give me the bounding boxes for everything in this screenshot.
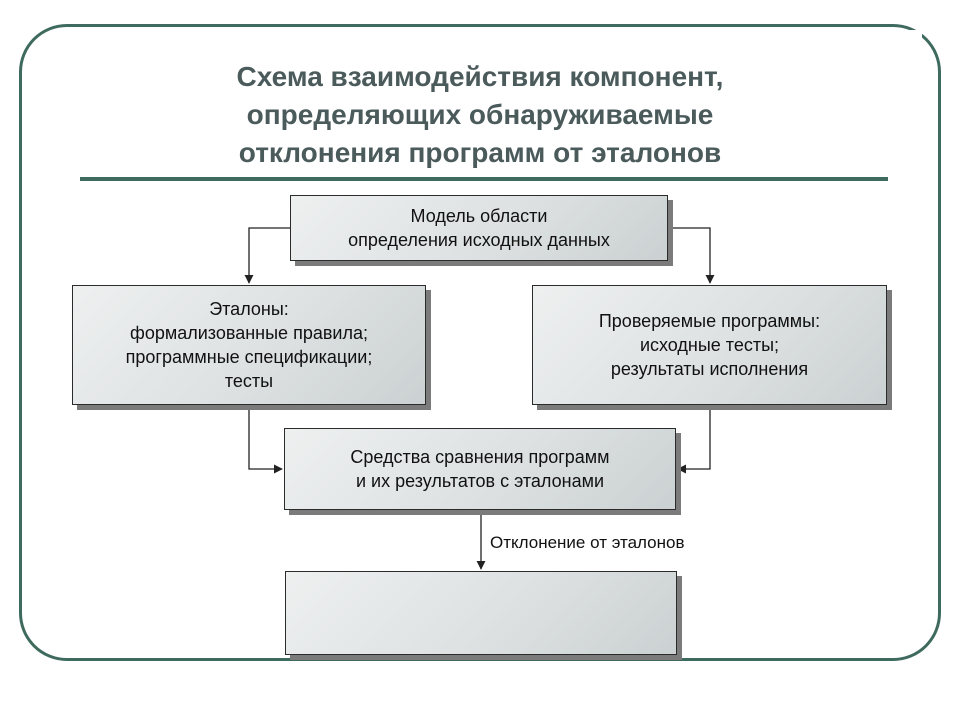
arrow-model-to-check	[668, 227, 715, 284]
arrow-check-to-compare	[677, 405, 711, 474]
edge-label-deviation: Отклонение от эталонов	[490, 533, 685, 552]
box-compare-line-2: и их результатов с эталонами	[355, 471, 605, 491]
title-line-3: отклонения программ от эталонов	[238, 137, 722, 168]
arrow-model-to-etalon	[244, 227, 290, 284]
box-check-line-1: Проверяемые программы:	[598, 311, 821, 331]
title-line-2: определяющих обнаруживаемые	[246, 99, 714, 130]
box-etalon-line-1: Эталоны:	[209, 299, 289, 319]
box-etalon-line-4: тесты	[224, 371, 274, 391]
box-etalons: Эталоны: формализованные правила; програ…	[72, 285, 426, 405]
box-etalon-line-3: программные спецификации;	[125, 347, 373, 367]
slide-frame	[19, 24, 941, 661]
box-result-empty	[285, 571, 677, 655]
box-comparison-tools: Средства сравнения программ и их результ…	[284, 428, 676, 510]
box-input-domain-model: Модель области определения исходных данн…	[290, 195, 668, 261]
title-line-1: Схема взаимодействия компонент,	[236, 61, 724, 92]
title-underline	[80, 177, 888, 181]
box-compare-line-1: Средства сравнения программ	[350, 447, 610, 467]
box-model-line-2: определения исходных данных	[348, 230, 610, 250]
box-check-line-2: исходные тесты;	[639, 335, 780, 355]
slide-title: Схема взаимодействия компонент, определя…	[80, 58, 880, 172]
box-model-line-1: Модель области	[410, 206, 548, 226]
box-etalon-line-2: формализованные правила;	[130, 323, 368, 343]
box-checked-programs: Проверяемые программы: исходные тесты; р…	[532, 285, 887, 405]
arrow-etalon-to-compare	[248, 405, 283, 474]
corner-mark	[908, 30, 922, 50]
box-check-line-3: результаты исполнения	[610, 359, 809, 379]
